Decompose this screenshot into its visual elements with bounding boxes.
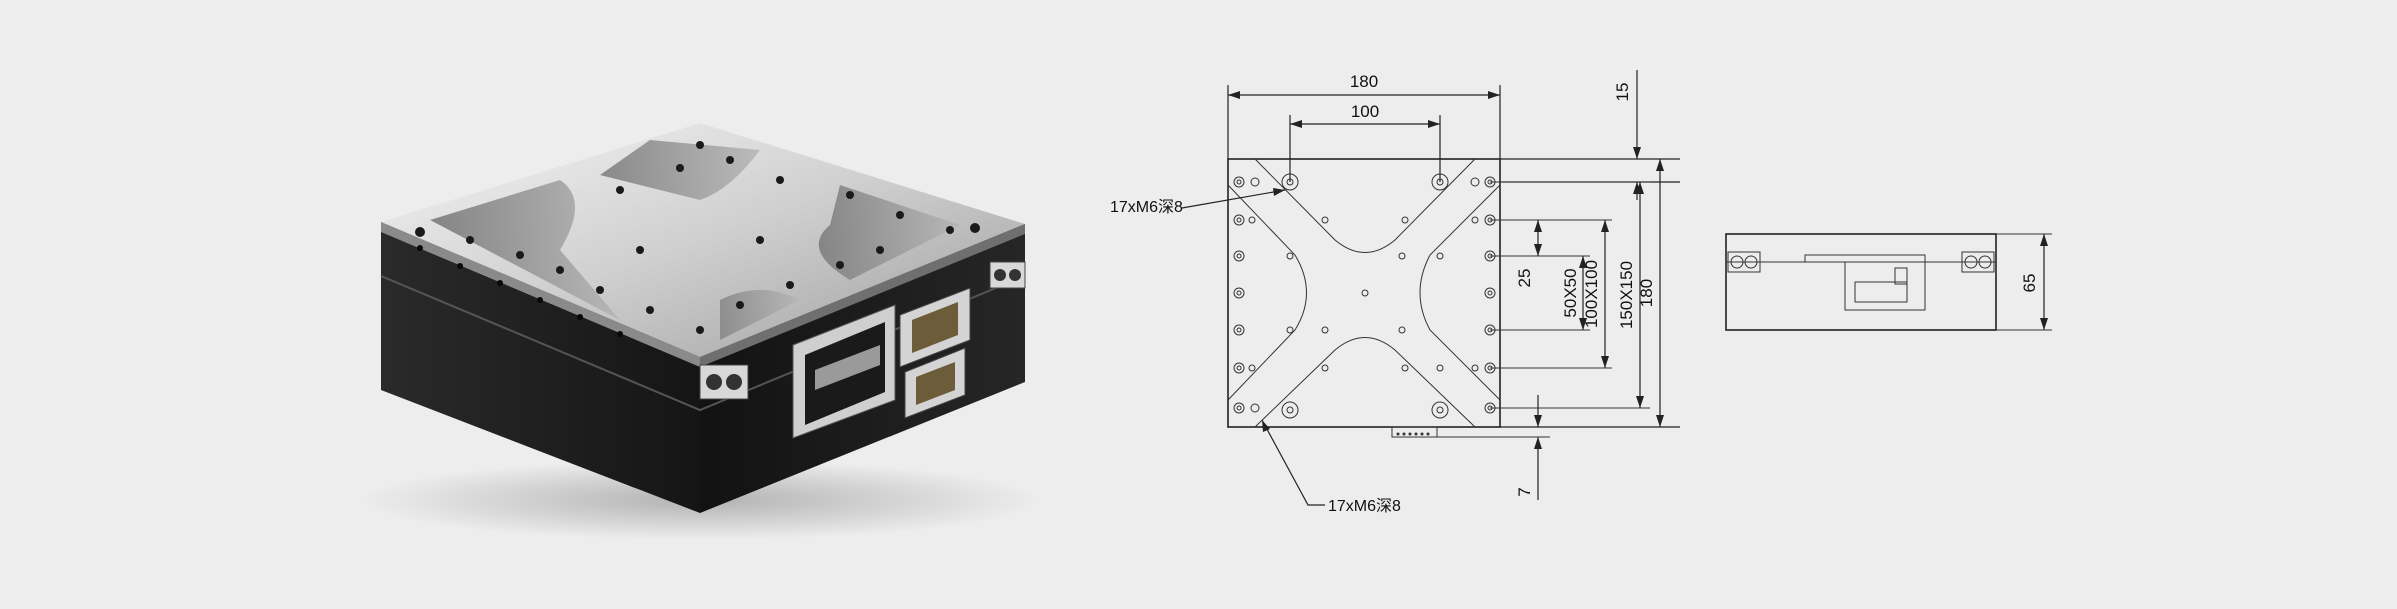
x-cutout-profile — [1227, 158, 1501, 428]
dim-range-50: 50X50 — [1490, 255, 1590, 331]
stage-body-left-side — [381, 222, 700, 513]
note-tapped-holes-top: 17xM6深8 — [1110, 198, 1183, 216]
side-view-motor — [1844, 261, 1926, 311]
side-view-drawing: 65 — [1725, 233, 2052, 331]
dim-label-step-25: 25 — [1515, 269, 1534, 288]
dim-label-width: 180 — [1350, 72, 1378, 91]
top-plate-edge-left — [381, 222, 700, 367]
dim-width-overall: 180 — [1227, 72, 1501, 159]
dim-offset-top: 15 — [1500, 70, 1680, 200]
top-view-drawing: 180 100 15 180 — [1110, 70, 1680, 515]
dim-label-range-50: 50X50 — [1561, 268, 1580, 317]
leader-note-bottom: 17xM6深8 — [1261, 419, 1401, 515]
product-render — [360, 123, 1040, 540]
leader-note-top: 17xM6深8 — [1110, 188, 1286, 216]
top-plate — [381, 123, 1025, 357]
small-holes — [1248, 216, 1479, 372]
dim-label-side-height: 65 — [2020, 274, 2039, 293]
top-plate-edge-right — [700, 224, 1025, 367]
connector-stub — [1391, 426, 1438, 438]
side-holes — [417, 245, 623, 337]
dim-label-offset-bottom: 7 — [1515, 487, 1534, 496]
x-cutout-recesses — [430, 140, 960, 340]
dim-label-hole-spacing: 100 — [1351, 102, 1379, 121]
bearing-end-caps — [699, 261, 1026, 400]
side-view-outline — [1725, 233, 1997, 331]
dim-height-overall: 180 — [1500, 159, 1680, 428]
dim-label-range-150: 150X150 — [1617, 261, 1636, 329]
dim-step-25: 25 — [1515, 220, 1542, 287]
dim-hole-spacing: 100 — [1289, 102, 1441, 182]
db-connectors — [899, 287, 971, 419]
dim-offset-bottom: 7 — [1437, 395, 1550, 500]
dim-range-100: 100X100 — [1490, 219, 1612, 369]
dim-label-offset-top: 15 — [1613, 83, 1632, 102]
side-view-bearings — [1727, 251, 1995, 273]
top-plate-holes — [415, 141, 980, 334]
dim-label-range-100: 100X100 — [1582, 260, 1601, 328]
dim-label-height: 180 — [1637, 279, 1656, 307]
dim-range-150: 150X150 — [1490, 181, 1650, 409]
dim-side-height: 65 — [1996, 233, 2052, 331]
motor-window — [792, 304, 896, 439]
top-view-outline — [1227, 158, 1501, 428]
note-tapped-holes-bottom: 17xM6深8 — [1328, 497, 1401, 515]
